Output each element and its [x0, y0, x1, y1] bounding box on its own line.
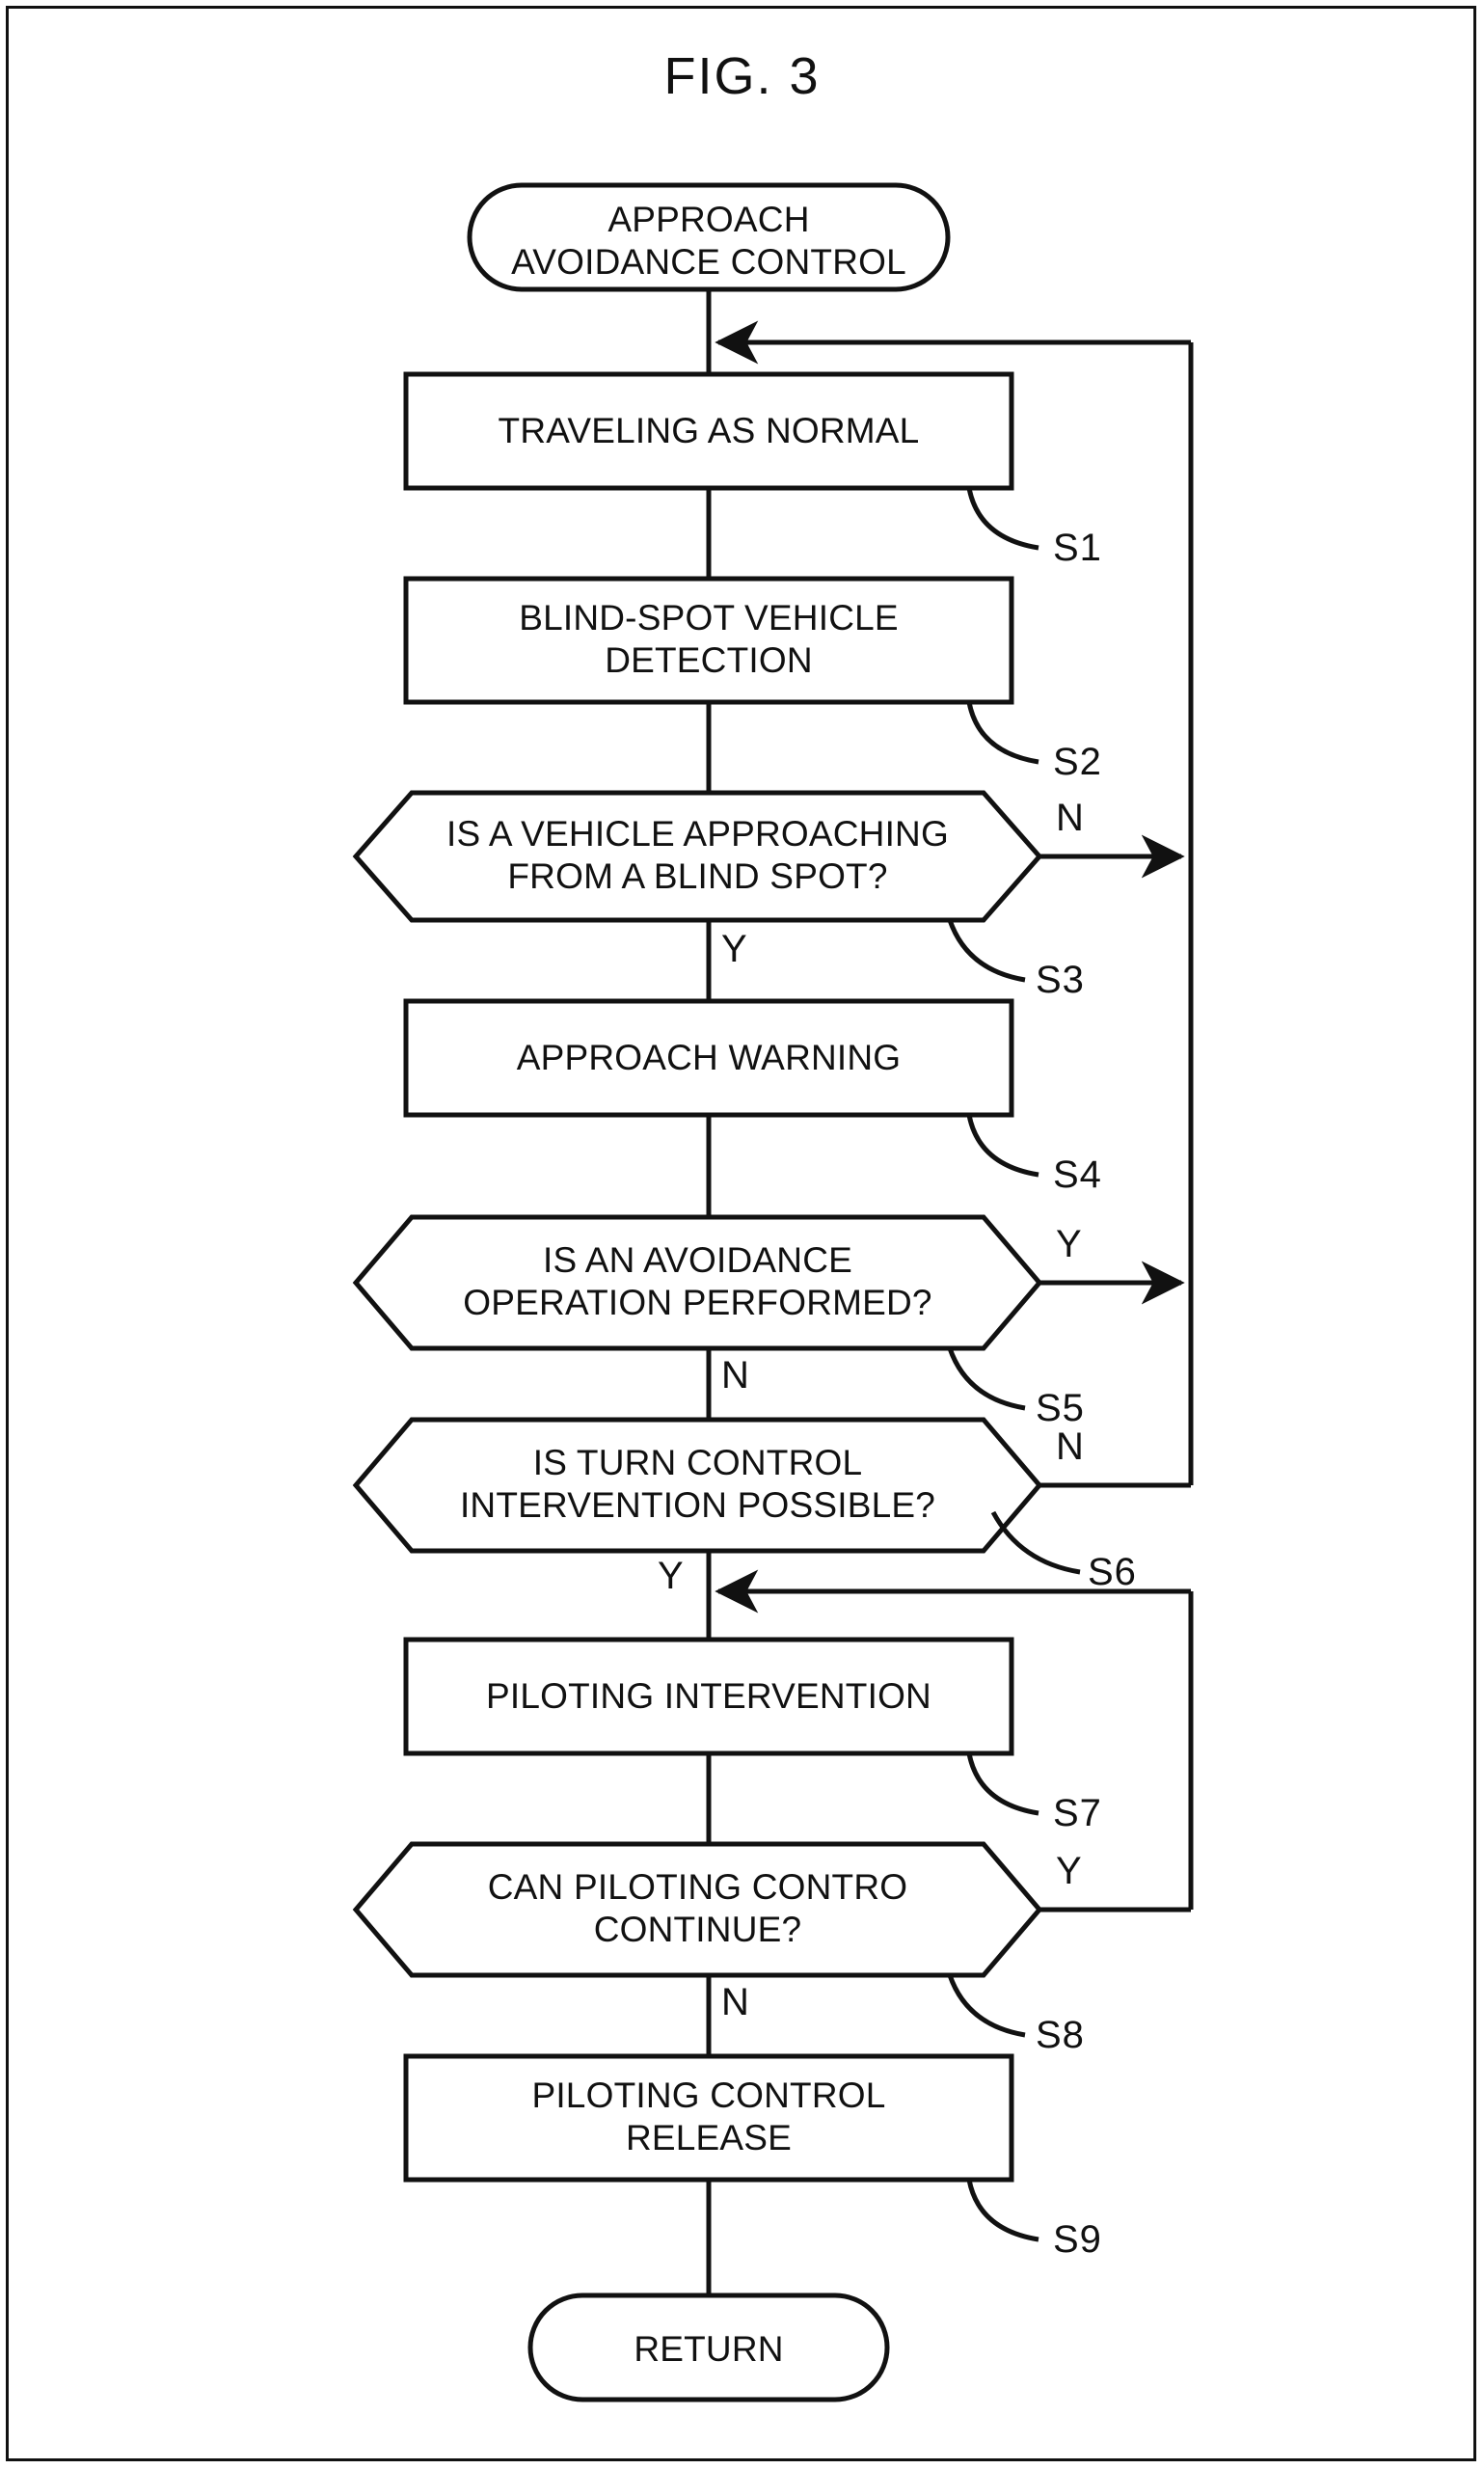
branch-label-s8-yes: Y: [1056, 1850, 1083, 1892]
step-label-s4: S4: [1053, 1153, 1102, 1196]
branch-label-s3-no: N: [1056, 797, 1085, 839]
leader-s4: [966, 1114, 1039, 1178]
step-label-s2: S2: [1053, 741, 1102, 783]
node-s9-shape: [403, 2053, 1014, 2183]
step-label-s6: S6: [1088, 1551, 1137, 1593]
branch-label-s5-no: N: [721, 1354, 750, 1397]
leader-s2: [966, 701, 1039, 765]
leader-s3: [947, 919, 1026, 983]
figure-title: FIG. 3: [663, 47, 821, 105]
step-label-s7: S7: [1053, 1792, 1102, 1834]
node-s4-shape: [403, 998, 1014, 1118]
step-label-s5: S5: [1036, 1387, 1085, 1429]
branch-label-s6-yes: Y: [658, 1555, 685, 1597]
node-s8-shape: [352, 1841, 1043, 1978]
node-s5-shape: [352, 1214, 1043, 1351]
node-s7-shape: [403, 1637, 1014, 1756]
node-return-shape: [527, 2293, 890, 2402]
node-start-shape: [467, 182, 951, 292]
node-s6-shape: [352, 1417, 1043, 1554]
branch-label-s5-yes: Y: [1056, 1223, 1083, 1265]
branch-label-s8-no: N: [721, 1981, 750, 2023]
leader-s1: [966, 487, 1039, 551]
leader-s7: [966, 1752, 1039, 1816]
node-s1-shape: [403, 371, 1014, 491]
step-label-s9: S9: [1053, 2218, 1102, 2261]
step-label-s3: S3: [1036, 959, 1085, 1001]
branch-label-s6-no: N: [1056, 1425, 1085, 1468]
leader-s5: [947, 1347, 1026, 1411]
step-label-s8: S8: [1036, 2014, 1085, 2056]
leader-s6: [990, 1510, 1081, 1575]
node-s3-shape: [352, 790, 1043, 923]
step-label-s1: S1: [1053, 527, 1102, 569]
leader-s9: [966, 2179, 1039, 2242]
branch-label-s3-yes: Y: [721, 928, 748, 970]
leader-s8: [947, 1974, 1026, 2038]
node-s2-shape: [403, 576, 1014, 705]
